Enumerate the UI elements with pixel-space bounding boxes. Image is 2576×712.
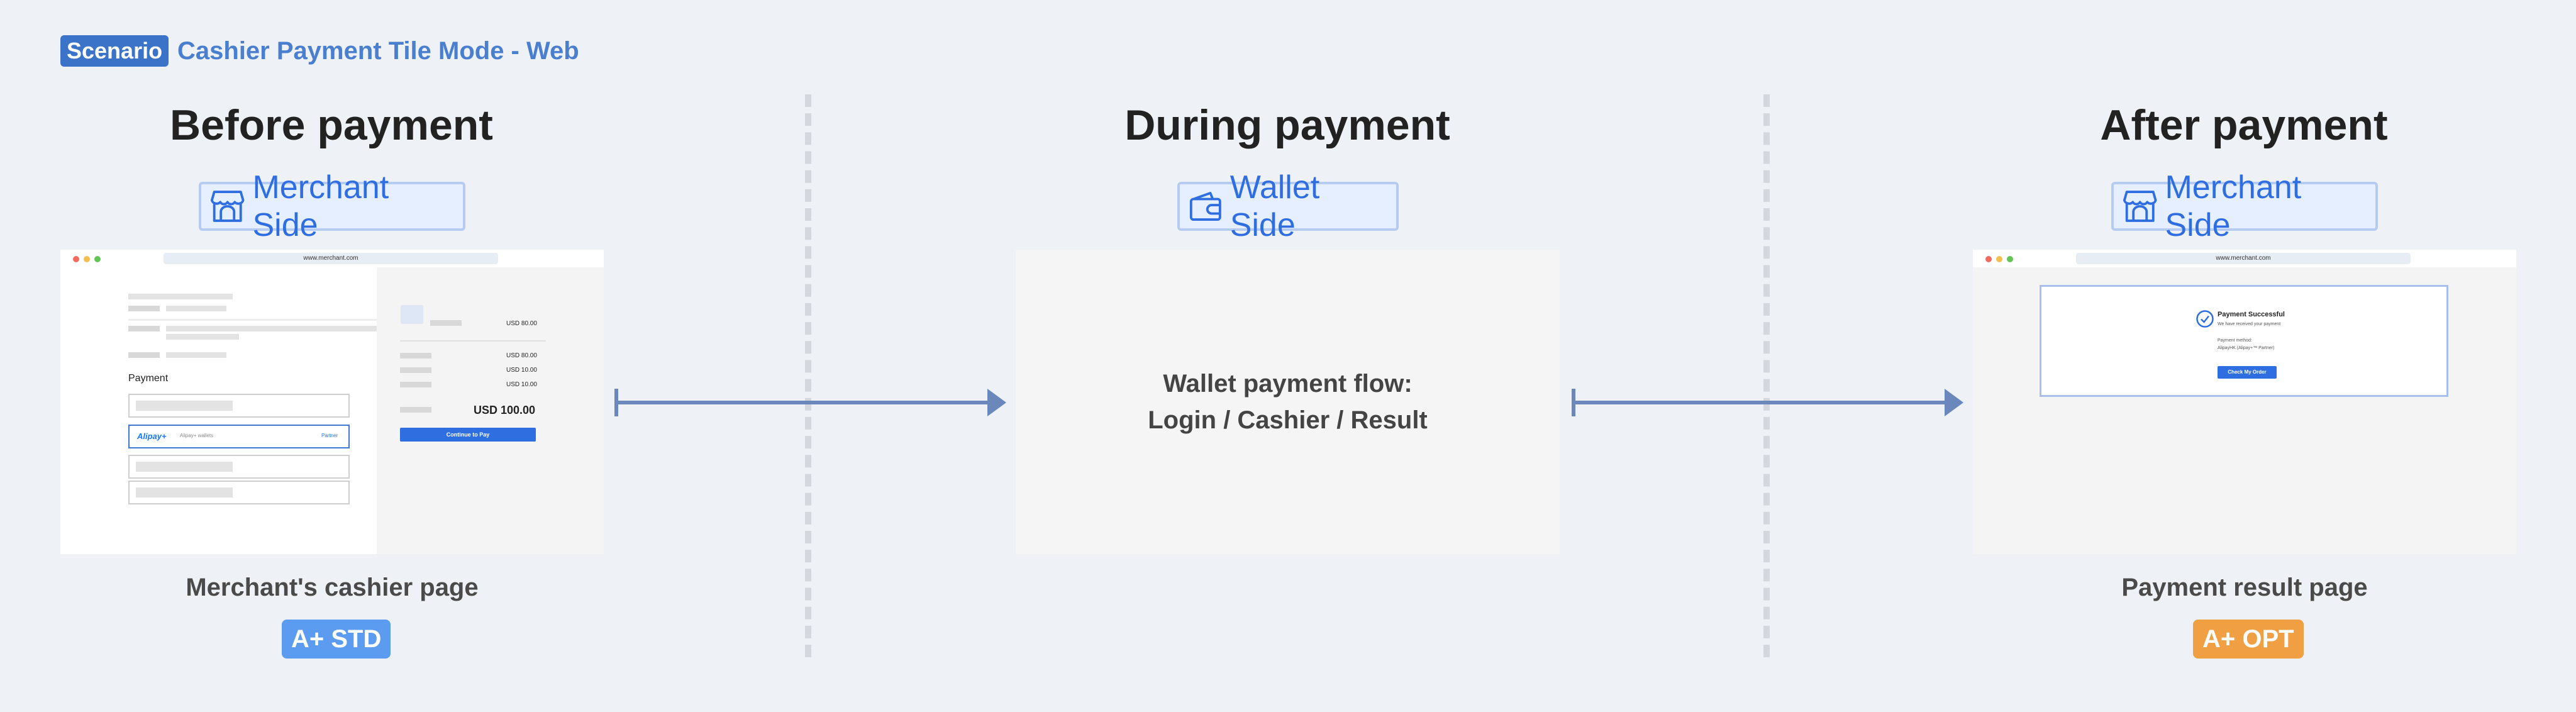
url-bar: www.merchant.com bbox=[2076, 253, 2411, 264]
side-label: Merchant Side bbox=[2165, 169, 2302, 243]
payment-method-value: AlipayHK (Alipay+™ Partner) bbox=[2218, 346, 2275, 350]
result-title: Payment Successful bbox=[2218, 311, 2285, 318]
flow-line: Wallet payment flow: bbox=[1163, 370, 1413, 398]
payment-label: Payment bbox=[128, 373, 169, 384]
flow-line: Login / Cashier / Result bbox=[1148, 406, 1428, 434]
merchant-cashier-mockup: www.merchant.com Payment Alipay+ Alipay+… bbox=[60, 250, 604, 554]
payment-option[interactable] bbox=[128, 455, 350, 479]
arrow-before-to-during bbox=[614, 389, 1006, 416]
amount-line: USD 80.00 bbox=[506, 352, 537, 359]
payment-option-alipay[interactable]: Alipay+ Alipay+ wallets Partner bbox=[128, 425, 350, 448]
continue-to-pay-button[interactable]: Continue to Pay bbox=[400, 428, 536, 442]
payment-option[interactable] bbox=[128, 481, 350, 504]
scenario-badge: Scenario bbox=[60, 35, 169, 67]
divider-left bbox=[805, 94, 811, 657]
merchant-side-badge-after: Merchant Side bbox=[2111, 169, 2378, 243]
tag-a-plus-std: A+ STD bbox=[282, 620, 391, 659]
scenario-title: Cashier Payment Tile Mode - Web bbox=[177, 37, 579, 65]
store-icon bbox=[210, 191, 245, 222]
payment-option[interactable] bbox=[128, 394, 350, 418]
side-label: Merchant Side bbox=[252, 169, 389, 243]
amount-line: USD 10.00 bbox=[506, 367, 537, 374]
check-my-order-button[interactable]: Check My Order bbox=[2218, 366, 2277, 379]
column-title-during: During payment bbox=[1124, 101, 1450, 149]
total-amount: USD 100.00 bbox=[474, 404, 536, 416]
divider-right bbox=[1763, 94, 1770, 657]
store-icon bbox=[2123, 191, 2157, 222]
caption-cashier-page: Merchant's cashier page bbox=[186, 574, 479, 601]
result-subtitle: We have received your payment bbox=[2218, 322, 2281, 326]
payment-method-label: Payment method: bbox=[2218, 338, 2252, 343]
column-title-after: After payment bbox=[2100, 101, 2388, 149]
wallet-side-badge: Wallet Side bbox=[1177, 169, 1399, 243]
tag-a-plus-opt: A+ OPT bbox=[2193, 620, 2304, 659]
merchant-side-badge-before: Merchant Side bbox=[199, 169, 465, 243]
column-title-before: Before payment bbox=[170, 101, 493, 149]
side-label: Wallet Side bbox=[1230, 169, 1320, 243]
amount-line: USD 10.00 bbox=[506, 381, 537, 388]
check-circle-icon bbox=[2196, 310, 2214, 328]
wallet-icon bbox=[1189, 191, 1221, 221]
amount-line: USD 80.00 bbox=[506, 320, 537, 327]
alipay-logo: Alipay+ bbox=[137, 431, 167, 441]
alipay-wallets-text: Alipay+ wallets bbox=[180, 433, 214, 438]
alipay-partner-text: Partner bbox=[321, 433, 338, 438]
caption-result-page: Payment result page bbox=[2121, 574, 2368, 601]
url-bar: www.merchant.com bbox=[164, 253, 498, 264]
wallet-flow-box: Wallet payment flow: Login / Cashier / R… bbox=[1016, 250, 1560, 554]
result-card: Payment Successful We have received your… bbox=[2040, 285, 2448, 397]
payment-result-mockup: www.merchant.com Payment Successful We h… bbox=[1973, 250, 2516, 554]
arrow-during-to-after bbox=[1572, 389, 1963, 416]
